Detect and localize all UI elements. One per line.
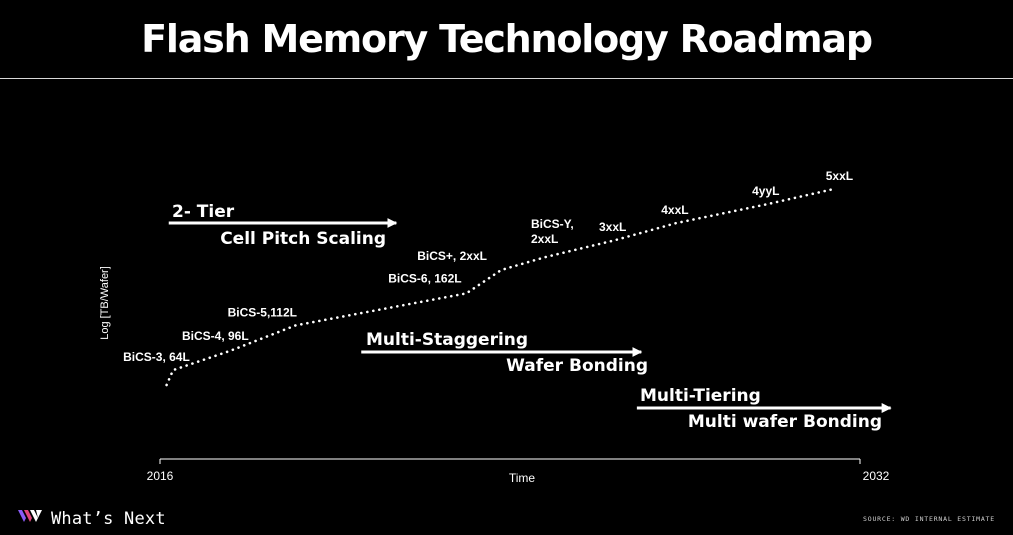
x-tick-label: 2016 xyxy=(147,469,174,483)
x-axis-label: Time xyxy=(509,471,536,485)
point-label: 2xxL xyxy=(531,232,558,246)
x-tick-label: 2032 xyxy=(863,469,890,483)
point-label: 3xxL xyxy=(599,220,626,234)
point-label: BiCS-4, 96L xyxy=(182,329,249,343)
axes-layer: 2016 2032 Time Log [TB/Wafer] xyxy=(99,266,890,485)
point-label: 4xxL xyxy=(661,203,688,217)
title-bar: Flash Memory Technology Roadmap xyxy=(0,0,1013,79)
wd-chevron-logo-icon xyxy=(18,508,44,529)
annotation-title: Multi-Staggering xyxy=(366,330,528,350)
footer-brand: What’s Next xyxy=(18,508,166,529)
page-title: Flash Memory Technology Roadmap xyxy=(141,17,873,61)
annotation-subtitle: Cell Pitch Scaling xyxy=(220,229,386,249)
source-note: SOURCE: WD INTERNAL ESTIMATE xyxy=(863,515,995,523)
annotation-subtitle: Wafer Bonding xyxy=(506,356,648,376)
point-label: 5xxL xyxy=(826,169,853,183)
roadmap-series-line xyxy=(165,187,836,387)
point-label: BiCS-3, 64L xyxy=(123,350,190,364)
point-label: BiCS-Y, xyxy=(531,217,574,231)
point-label: BiCS+, 2xxL xyxy=(417,249,487,263)
brand-name: What’s Next xyxy=(51,508,166,529)
point-label: BiCS-6, 162L xyxy=(388,271,461,285)
point-label: 4yyL xyxy=(752,184,779,198)
annotation-subtitle: Multi wafer Bonding xyxy=(688,412,882,432)
series-layer xyxy=(165,187,836,387)
point-labels-layer: BiCS-3, 64L BiCS-4, 96L BiCS-5,112L BiCS-6,… xyxy=(123,169,853,364)
y-axis-label: Log [TB/Wafer] xyxy=(99,266,111,340)
annotation-title: Multi-Tiering xyxy=(640,386,761,406)
annotation-title: 2- Tier xyxy=(172,202,235,222)
point-label: BiCS-5,112L xyxy=(228,305,297,319)
